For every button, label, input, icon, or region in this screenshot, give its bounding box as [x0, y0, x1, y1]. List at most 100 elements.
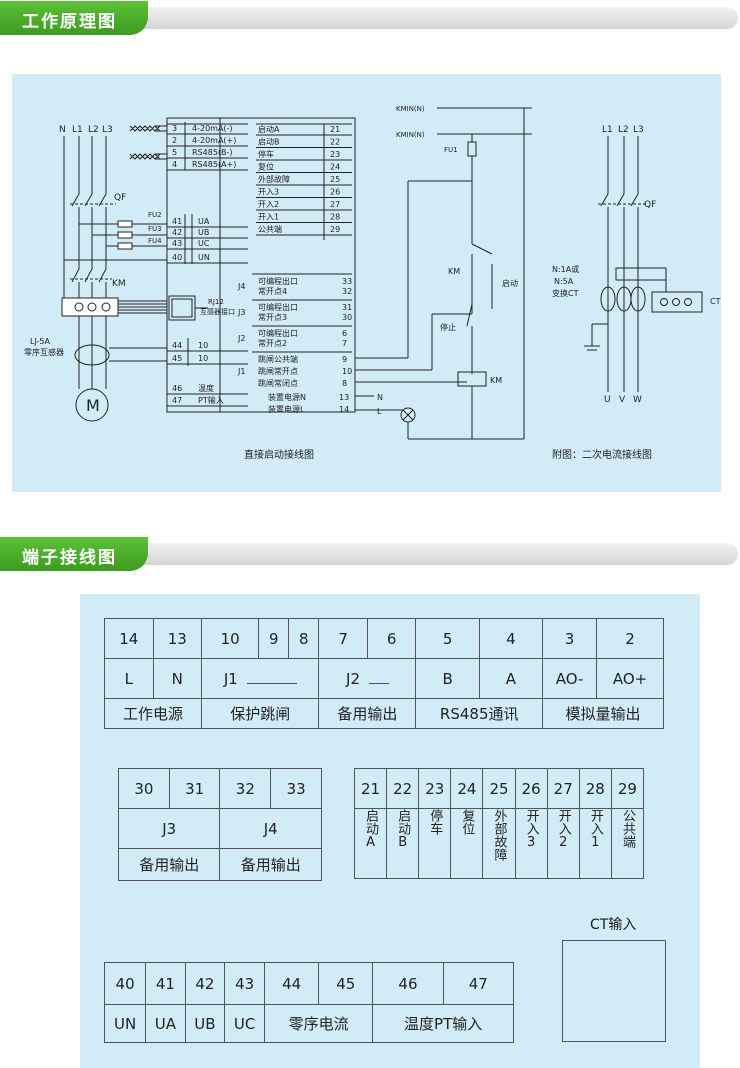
group-spare-output: 备用输出: [219, 848, 322, 881]
right-terminal-number: 21: [330, 125, 340, 134]
left-terminal-label: 10: [198, 341, 208, 350]
right-terminal-label: 外部故障: [258, 174, 290, 184]
ratio-label: N:1A或: [552, 264, 579, 274]
group-spare-output: 备用输出: [318, 698, 417, 729]
line-label-n: N: [59, 125, 66, 135]
relay-line: 跳闸常开点: [258, 366, 298, 376]
right-terminal-number: 22: [330, 138, 340, 147]
relay-j2: J2: [318, 658, 417, 699]
principle-diagram-panel: N L1 L2 L3 QF KM FU2 FU3 FU4 LJ-5A 零序互感器…: [12, 74, 721, 492]
terminal-number: 29: [610, 768, 645, 809]
left-terminal-number: 45: [172, 354, 182, 363]
terminal-number: 25: [482, 768, 516, 809]
input-stop: 停车: [427, 809, 443, 835]
section-header-bar: [140, 543, 738, 565]
left-terminal-label: RS485(B-): [192, 148, 233, 157]
right-terminal-number: 28: [330, 213, 340, 222]
relay-terminal: 32: [342, 287, 352, 296]
terminal-number: 44: [264, 962, 320, 1005]
right-terminal-label: 停车: [258, 149, 274, 159]
output-label: U: [604, 395, 611, 405]
left-terminal-number: 44: [172, 341, 182, 350]
section-header-bar: [140, 7, 738, 29]
right-terminal-label: 开入3: [258, 188, 279, 197]
right-terminal-label: 开入2: [258, 200, 279, 209]
input-reset: 复位: [459, 809, 475, 835]
terminal-label-a: A: [478, 658, 544, 699]
right-terminal-label: 启动B: [258, 137, 280, 147]
relay-line: 可编程出口: [258, 276, 298, 286]
terminal-number: 43: [224, 962, 266, 1005]
terminal-number: 4: [478, 618, 544, 659]
input-3: 开入3: [523, 809, 539, 850]
output-label: W: [633, 395, 642, 405]
terminal-label-uc: UC: [224, 1004, 266, 1043]
left-terminal-number: 5: [172, 148, 177, 157]
ct-input-title: CT输入: [590, 917, 637, 933]
relay-name: J3: [237, 308, 245, 317]
terminal-label-l: L: [104, 658, 154, 699]
section-title: 端子接线图: [22, 548, 117, 568]
km-main-label: KM: [112, 279, 126, 289]
relay-name: J4: [237, 282, 245, 291]
side-qf-label: QF: [644, 200, 656, 210]
relay-terminal: 8: [342, 379, 347, 388]
group-power: 工作电源: [103, 698, 203, 729]
motor-label: M: [86, 396, 100, 415]
relay-contact-icon: [246, 682, 297, 684]
terminal-label-n: N: [152, 658, 203, 699]
line-label-l2: L2: [88, 125, 99, 135]
ct-input-box: [562, 940, 666, 1042]
line-label-l3: L3: [102, 125, 113, 135]
relay-j3: J3: [117, 808, 221, 849]
terminal-number: 45: [318, 962, 374, 1005]
section-tab-terminal: 端子接线图: [0, 537, 148, 571]
left-terminal-number: 40: [172, 253, 182, 262]
terminal-label-ao-plus: AO+: [596, 658, 664, 699]
relay-name: J2: [237, 334, 245, 343]
group-analog-output: 模拟量输出: [542, 698, 664, 729]
terminal-number: 31: [168, 768, 221, 809]
zero-ct-model: LJ-5A: [30, 337, 51, 346]
side-ct-label: CT: [710, 297, 721, 306]
terminal-number: 10: [201, 618, 260, 659]
terminal-label-un: UN: [103, 1004, 147, 1043]
input-start-a: 启动A: [363, 809, 379, 850]
power-label: 装置电源L: [268, 404, 305, 414]
group-temperature-pt: 温度PT输入: [372, 1004, 514, 1043]
input-2: 开入2: [555, 809, 571, 850]
right-terminal-label: 公共端: [258, 224, 282, 234]
terminal-block-spare: 30 31 32 33 J3 J4 备用输出 备用输出: [117, 768, 322, 881]
left-terminal-number: 41: [172, 217, 182, 226]
terminal-number: 46: [372, 962, 444, 1005]
relay-line: 可编程出口: [258, 302, 298, 312]
terminal-number: 8: [288, 618, 320, 659]
terminal-number: 26: [514, 768, 548, 809]
relay-line: 常开点4: [258, 287, 287, 296]
relay-terminal: 7: [342, 339, 347, 348]
right-terminal-number: 25: [330, 175, 340, 184]
power-terminal: 14: [339, 405, 349, 414]
relay-j1: J1: [201, 658, 320, 699]
terminal-number: 5: [415, 618, 480, 659]
line-label-l1: L1: [72, 125, 83, 135]
power-line-l: L: [377, 407, 382, 416]
terminal-number: 42: [184, 962, 226, 1005]
output-label: V: [619, 395, 626, 405]
fuse-label: FU3: [148, 225, 162, 233]
left-terminal-number: 43: [172, 239, 182, 248]
input-start-b: 启动B: [395, 809, 411, 850]
right-terminal-number: 27: [330, 200, 340, 209]
kmin-label: KMIN(N): [396, 105, 425, 113]
terminal-number: 2: [596, 618, 664, 659]
right-terminal-label: 启动A: [258, 124, 280, 134]
side-line-label: L2: [618, 125, 629, 135]
section-title: 工作原理图: [22, 12, 117, 32]
right-terminal-number: 24: [330, 163, 340, 172]
ratio-label: 变换CT: [552, 288, 579, 298]
terminal-number: 23: [418, 768, 452, 809]
relay-j4: J4: [219, 808, 322, 849]
input-common: 公共端: [619, 809, 635, 848]
fu1-label: FU1: [444, 146, 458, 154]
stop-label: 停止: [440, 322, 456, 332]
